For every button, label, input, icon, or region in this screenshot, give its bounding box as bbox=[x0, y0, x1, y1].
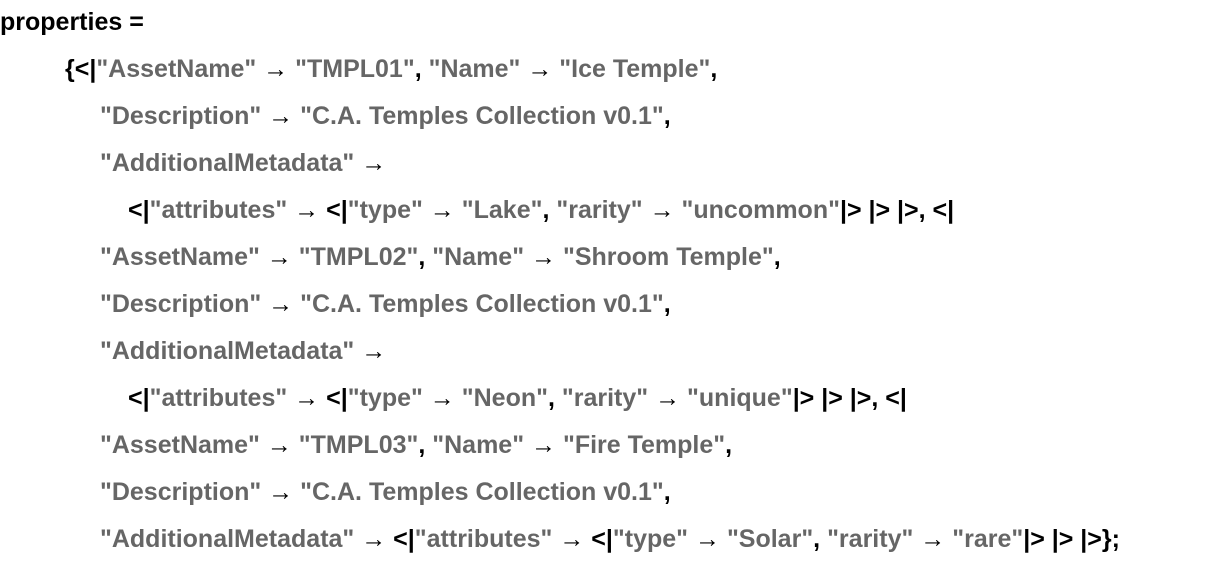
code-token: → bbox=[422, 384, 462, 412]
code-line: "AdditionalMetadata" → bbox=[100, 328, 386, 375]
code-token: → bbox=[913, 525, 953, 553]
code-token: → <| bbox=[552, 525, 613, 553]
string-token: "TMPL01" bbox=[295, 55, 415, 83]
string-token: "AdditionalMetadata" bbox=[100, 525, 355, 553]
string-token: "attributes" bbox=[149, 384, 288, 412]
string-token: "Neon" bbox=[461, 384, 548, 412]
code-token: <| bbox=[128, 196, 150, 224]
code-token: , bbox=[710, 55, 718, 83]
code-token: , bbox=[663, 102, 671, 130]
code-token: → bbox=[422, 196, 462, 224]
code-token: → <| bbox=[354, 525, 415, 553]
code-token: → bbox=[524, 431, 563, 459]
code-token: → bbox=[259, 243, 299, 271]
string-token: "Name" bbox=[432, 431, 525, 459]
code-token: → bbox=[259, 431, 299, 459]
code-line: "Description" → "C.A. Temples Collection… bbox=[100, 469, 671, 516]
string-token: "AssetName" bbox=[100, 431, 260, 459]
code-token: , bbox=[418, 243, 433, 271]
code-token: → bbox=[520, 55, 560, 83]
code-line: "AssetName" → "TMPL02", "Name" → "Shroom… bbox=[100, 234, 781, 281]
code-token: → bbox=[354, 149, 387, 177]
code-token: , bbox=[663, 290, 671, 318]
code-token: , bbox=[547, 384, 562, 412]
code-token: , bbox=[725, 431, 733, 459]
code-token: → bbox=[524, 243, 563, 271]
string-token: "type" bbox=[347, 384, 423, 412]
code-token: → bbox=[256, 55, 296, 83]
code-token: → bbox=[261, 290, 301, 318]
code-token: |> |> |>, <| bbox=[839, 196, 955, 224]
string-token: "Fire Temple" bbox=[562, 431, 726, 459]
string-token: "rare" bbox=[952, 525, 1024, 553]
code-token: → bbox=[261, 102, 301, 130]
code-token: , bbox=[542, 196, 557, 224]
string-token: "rarity" bbox=[556, 196, 643, 224]
code-token: → bbox=[688, 525, 727, 553]
string-token: "AssetName" bbox=[96, 55, 257, 83]
code-token: {<| bbox=[65, 55, 97, 83]
string-token: "Name" bbox=[432, 243, 525, 271]
string-token: "C.A. Temples Collection v0.1" bbox=[300, 478, 664, 506]
code-line: "AdditionalMetadata" → <|"attributes" → … bbox=[100, 516, 1120, 563]
code-token: , bbox=[414, 55, 429, 83]
code-line: <|"attributes" → <|"type" → "Neon", "rar… bbox=[128, 375, 907, 422]
string-token: "C.A. Temples Collection v0.1" bbox=[300, 290, 664, 318]
string-token: "C.A. Temples Collection v0.1" bbox=[300, 102, 664, 130]
code-line: properties = bbox=[0, 0, 144, 46]
string-token: "Solar" bbox=[726, 525, 814, 553]
string-token: "Lake" bbox=[461, 196, 543, 224]
string-token: "rarity" bbox=[561, 384, 649, 412]
code-token: , bbox=[813, 525, 828, 553]
string-token: "Name" bbox=[428, 55, 521, 83]
code-token: → bbox=[261, 478, 301, 506]
string-token: "attributes" bbox=[149, 196, 288, 224]
string-token: "AdditionalMetadata" bbox=[100, 337, 355, 365]
code-token: , bbox=[418, 431, 433, 459]
string-token: "uncommon" bbox=[681, 196, 840, 224]
code-token: |> |> |>}; bbox=[1023, 525, 1120, 553]
code-token: → bbox=[354, 337, 387, 365]
string-token: "type" bbox=[347, 196, 423, 224]
code-token: → bbox=[648, 384, 688, 412]
code-token: → <| bbox=[287, 196, 348, 224]
code-token: , bbox=[663, 478, 671, 506]
string-token: "rarity" bbox=[827, 525, 914, 553]
string-token: "attributes" bbox=[414, 525, 553, 553]
string-token: "Shroom Temple" bbox=[562, 243, 774, 271]
code-line: "AssetName" → "TMPL03", "Name" → "Fire T… bbox=[100, 422, 732, 469]
code-token: |> |> |>, <| bbox=[792, 384, 907, 412]
string-token: "Description" bbox=[100, 290, 262, 318]
code-line: "AdditionalMetadata" → bbox=[100, 140, 386, 187]
string-token: "TMPL02" bbox=[298, 243, 419, 271]
string-token: "AdditionalMetadata" bbox=[100, 149, 355, 177]
code-token: → <| bbox=[287, 384, 348, 412]
code-line: {<|"AssetName" → "TMPL01", "Name" → "Ice… bbox=[65, 46, 717, 93]
string-token: "Description" bbox=[100, 478, 262, 506]
code-token: , bbox=[773, 243, 781, 271]
string-token: "TMPL03" bbox=[298, 431, 419, 459]
string-token: "type" bbox=[612, 525, 689, 553]
code-token: properties = bbox=[0, 8, 144, 36]
code-line: <|"attributes" → <|"type" → "Lake", "rar… bbox=[128, 187, 954, 234]
string-token: "unique" bbox=[687, 384, 793, 412]
code-token: → bbox=[642, 196, 682, 224]
code-token: <| bbox=[128, 384, 150, 412]
string-token: "Description" bbox=[100, 102, 262, 130]
code-line: "Description" → "C.A. Temples Collection… bbox=[100, 281, 671, 328]
string-token: "Ice Temple" bbox=[559, 55, 711, 83]
code-line: "Description" → "C.A. Temples Collection… bbox=[100, 93, 671, 140]
string-token: "AssetName" bbox=[100, 243, 260, 271]
